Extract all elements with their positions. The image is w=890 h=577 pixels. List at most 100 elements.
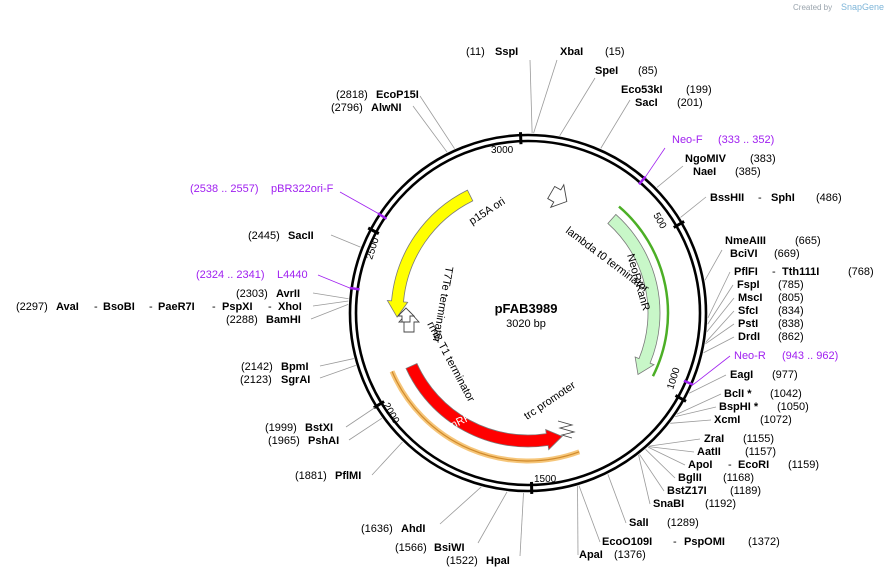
- tick-2000: [373, 400, 385, 410]
- site-avai-sep3: -: [212, 301, 216, 313]
- tick-label-2000: 2000: [380, 401, 401, 426]
- site-leader-0: [529, 59, 533, 134]
- site-pflfi-name: PflFI: [734, 266, 758, 278]
- snapgene-credit: Created by SnapGene: [793, 2, 884, 12]
- site-bstxi-name: BstXI: [305, 422, 333, 434]
- site-leader-13: [688, 374, 727, 394]
- site-apoi-sep: -: [728, 459, 732, 471]
- site-xbai-pos: (15): [605, 46, 625, 58]
- site-leader-12: [703, 336, 735, 354]
- site-leader-lines: [310, 59, 735, 557]
- site-eagi-pos: (977): [772, 369, 798, 381]
- site-ecop15i-name: EcoP15I: [376, 89, 419, 101]
- primer-mark-pbr322ori-f: [377, 212, 388, 220]
- backbone: [348, 133, 708, 493]
- site-avai-sep1: -: [94, 301, 98, 313]
- site-avai-pos: (2297): [16, 301, 48, 313]
- site-xcmi-name: XcmI: [714, 414, 740, 426]
- primer-leader-1: [692, 355, 731, 386]
- primer-leader-0: [645, 147, 666, 177]
- site-leader-18: [648, 446, 695, 453]
- site-fspi-name: FspI: [737, 279, 760, 291]
- site-bglii-name: BglII: [678, 472, 702, 484]
- site-avai-name: AvaI: [56, 301, 79, 313]
- primer-marks: [317, 147, 731, 386]
- site-leader-16: [670, 419, 712, 424]
- site-sgrai-name: SgrAI: [281, 374, 310, 386]
- site-zrai-name: ZraI: [704, 433, 724, 445]
- lambda-t0-terminator-arrow[interactable]: [545, 181, 574, 213]
- site-apoi-pos: (1159): [788, 459, 819, 471]
- site-leader-35: [312, 300, 349, 307]
- site-bstz17i-pos: (1189): [730, 485, 761, 497]
- t7te-terminator-arrow[interactable]: [396, 307, 416, 323]
- trc-promoter-label: trc promoter: [522, 379, 578, 422]
- site-bamhi-name: BamHI: [266, 314, 301, 326]
- site-aatii-name: AatII: [697, 446, 721, 458]
- site-leader-10: [705, 310, 735, 343]
- primer-neo-r-name: Neo-R: [734, 350, 766, 362]
- site-avai-sep2: -: [149, 301, 153, 313]
- primer-l4440-range: (2324 .. 2341): [196, 269, 265, 281]
- backbone-inner-strand: [354, 139, 702, 487]
- neor-band: [618, 205, 670, 377]
- site-bsiwi-pos: (1566): [395, 542, 427, 554]
- site-leader-39: [419, 95, 455, 149]
- site-drdi-name: DrdI: [738, 331, 760, 343]
- site-leader-23: [607, 474, 627, 524]
- site-ecop15i-pos: (2818): [336, 89, 368, 101]
- site-leader-33: [319, 358, 354, 367]
- site-leader-26: [519, 492, 524, 557]
- site-labels: (11) SspI XbaI (15) SpeI (85) Eco53kI (1…: [16, 46, 874, 567]
- site-sali-name: SalI: [629, 517, 649, 529]
- mrfp1-band-line: [391, 371, 580, 462]
- site-fspi-pos: (785): [778, 279, 804, 291]
- site-ecoo109i-name: EcoO109I: [602, 536, 652, 548]
- site-pshai-name: PshAI: [308, 435, 339, 447]
- site-leader-36: [312, 292, 349, 300]
- site-paer7i-name: PaeR7I: [158, 301, 195, 313]
- mrfp1-arrow[interactable]: [405, 362, 563, 451]
- plasmid-size: 3020 bp: [506, 318, 546, 330]
- site-hpai-pos: (1522): [446, 555, 478, 567]
- backbone-outer-strand: [348, 133, 708, 493]
- site-nmeaiii-name: NmeAIII: [725, 235, 766, 247]
- site-bcivi-name: BciVI: [730, 248, 758, 260]
- primer-neo-f-name: Neo-F: [672, 134, 703, 146]
- site-alwni-pos: (2796): [331, 102, 363, 114]
- neor-kanr-arrow[interactable]: [607, 213, 661, 376]
- site-apai-pos: (1376): [614, 549, 646, 561]
- site-bcli-pos: (1042): [770, 388, 802, 400]
- site-sgrai-pos: (2123): [240, 374, 272, 386]
- site-snabi-pos: (1192): [705, 498, 736, 510]
- site-eco53ki-name: Eco53kI: [621, 84, 663, 96]
- site-leader-29: [371, 441, 403, 476]
- site-pshai-pos: (1965): [268, 435, 300, 447]
- site-sfci-name: SfcI: [738, 305, 758, 317]
- primer-mark-neo-r: [683, 379, 694, 386]
- site-pflfi-pos: (768): [848, 266, 874, 278]
- primer-neo-r-range: (943 .. 962): [782, 350, 838, 362]
- site-pspomi-name: PspOMI: [684, 536, 725, 548]
- credit-brand: SnapGene: [841, 2, 884, 12]
- site-leader-24: [578, 485, 601, 543]
- site-apai-name: ApaI: [579, 549, 603, 561]
- site-bsiwi-name: BsiWI: [434, 542, 465, 554]
- site-leader-32: [319, 365, 356, 379]
- site-bamhi-pos: (2288): [226, 314, 258, 326]
- site-xbai-name: XbaI: [560, 46, 583, 58]
- plasmid-name: pFAB3989: [495, 301, 558, 316]
- site-ahdi-name: AhdI: [401, 523, 425, 535]
- site-leader-7: [707, 271, 731, 319]
- site-alwni-name: AlwNI: [371, 102, 402, 114]
- tick-1000: [674, 394, 687, 403]
- site-pspxi-name: PspXI: [222, 301, 253, 313]
- site-ecoo109i-pos: (1372): [748, 536, 780, 548]
- site-leader-1: [533, 59, 558, 134]
- trc-promoter-arrow[interactable]: [557, 420, 576, 439]
- site-avrii-name: AvrII: [276, 288, 300, 300]
- site-naei-pos: (385): [735, 166, 761, 178]
- p15a-ori-arrow[interactable]: [386, 189, 474, 318]
- site-leader-22: [638, 454, 651, 505]
